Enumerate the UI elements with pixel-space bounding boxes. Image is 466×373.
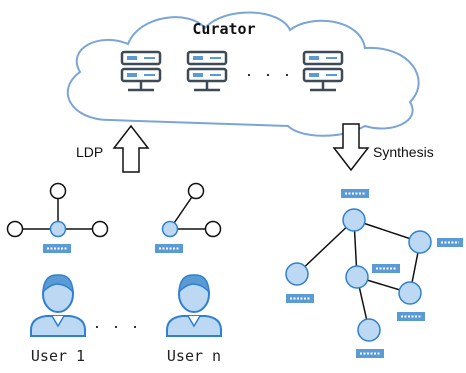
- graph-node: [6, 220, 24, 238]
- server-icon: [120, 50, 162, 92]
- attribute-badge: [43, 244, 71, 253]
- graph-node: [357, 318, 381, 342]
- user-1-graph: [6, 182, 109, 253]
- graph-node: [398, 281, 422, 305]
- server-icon: [186, 50, 228, 92]
- synthetic-graph: [285, 189, 463, 358]
- synthesis-arrow: Synthesis: [332, 123, 434, 172]
- user-n-avatar-icon: [166, 274, 222, 337]
- graph-node: [345, 265, 369, 289]
- graph-node: [187, 182, 205, 200]
- user-node: [49, 220, 67, 238]
- down-arrow-icon: [332, 123, 370, 172]
- graph-node: [91, 220, 109, 238]
- curator-cloud: Curator: [66, 11, 420, 137]
- graph-node: [204, 220, 222, 238]
- attribute-badge: [286, 294, 314, 303]
- user-n-graph: [155, 182, 222, 253]
- user-n-label: User n: [167, 347, 221, 365]
- attribute-badge: [372, 264, 400, 273]
- user-node: [161, 220, 179, 238]
- attribute-badge: [155, 244, 183, 253]
- server-icon: [302, 50, 344, 92]
- server-ellipsis: · · ·: [246, 64, 294, 84]
- users-ellipsis: · · ·: [94, 316, 142, 336]
- ldp-arrow: LDP: [76, 124, 150, 173]
- server-group: · · ·: [120, 50, 344, 92]
- user-1-label: User 1: [31, 347, 85, 365]
- cloud-shape: [66, 11, 420, 137]
- graph-node: [342, 208, 366, 232]
- attribute-badge: [356, 349, 384, 358]
- curator-title: Curator: [192, 20, 255, 38]
- attribute-badge: [341, 189, 369, 198]
- attribute-badge: [397, 312, 425, 321]
- graph-node: [285, 262, 309, 286]
- ldp-label: LDP: [76, 144, 103, 160]
- user-1-avatar-icon: [30, 274, 86, 337]
- synthesis-label: Synthesis: [373, 144, 434, 160]
- graph-node: [408, 230, 432, 254]
- attribute-badge: [437, 238, 463, 247]
- up-arrow-icon: [112, 124, 150, 173]
- graph-node: [49, 182, 67, 200]
